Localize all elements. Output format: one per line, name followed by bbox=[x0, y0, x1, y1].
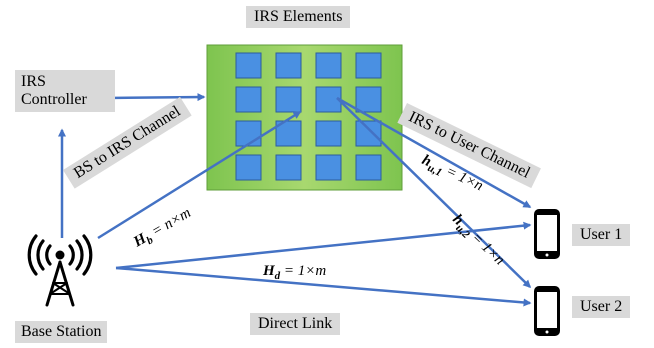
irs-to-user1-arrow bbox=[336, 96, 532, 209]
direct-link-label: Direct Link bbox=[250, 313, 341, 335]
irs-element bbox=[235, 120, 262, 147]
smartphone-icon bbox=[534, 209, 560, 259]
bs-to-user2-direct-arrow bbox=[115, 266, 532, 307]
base-station-label: Base Station bbox=[15, 321, 108, 343]
irs-element bbox=[275, 86, 302, 113]
controller-to-irs-arrow bbox=[105, 93, 206, 102]
irs-element bbox=[315, 52, 342, 79]
irs-element bbox=[355, 154, 382, 181]
irs-to-user2-arrow bbox=[336, 97, 532, 289]
bs-to-irs-arrow bbox=[97, 110, 302, 240]
irs-element bbox=[235, 86, 262, 113]
irs-element bbox=[275, 154, 302, 181]
antenna-icon bbox=[27, 234, 93, 307]
irs-element bbox=[315, 120, 342, 147]
irs-controller-line1: IRS bbox=[21, 73, 46, 90]
hd-label: Hd = 1×m bbox=[262, 263, 326, 282]
irs-controller-line2: Controller bbox=[21, 91, 87, 108]
irs-element bbox=[355, 120, 382, 147]
irs-elements-label: IRS Elements bbox=[246, 6, 351, 28]
irs-element bbox=[275, 52, 302, 79]
irs-element-grid bbox=[235, 52, 382, 181]
irs-element bbox=[355, 86, 382, 113]
user1-label: User 1 bbox=[572, 224, 631, 246]
smartphone-icon bbox=[534, 286, 560, 336]
irs-element bbox=[235, 154, 262, 181]
irs-element bbox=[315, 154, 342, 181]
irs-controller-label: IRS Controller bbox=[15, 70, 115, 112]
bs-to-user1-direct-arrow bbox=[115, 221, 532, 270]
irs-element bbox=[355, 52, 382, 79]
irs-element bbox=[235, 52, 262, 79]
user2-label: User 2 bbox=[572, 296, 631, 318]
hu2-label: hu,2 = 1×n bbox=[447, 211, 507, 270]
